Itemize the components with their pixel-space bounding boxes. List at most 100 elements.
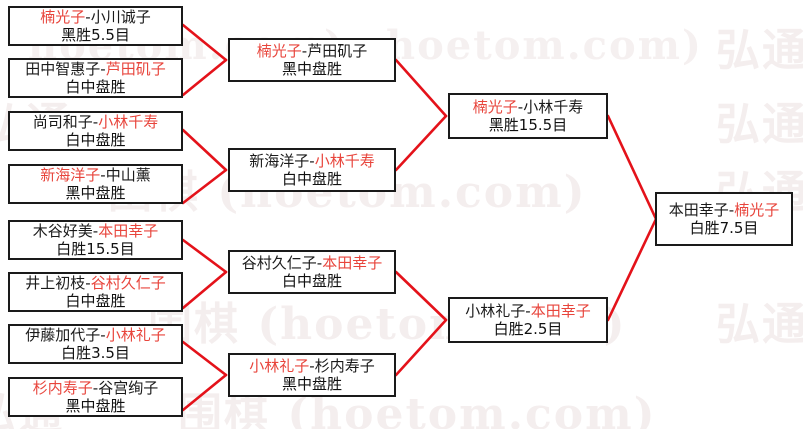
player-name: 小林礼子: [249, 356, 310, 375]
separator: -: [316, 253, 323, 272]
match-result: 黑中盘胜: [65, 396, 126, 415]
connector-line: [181, 128, 228, 172]
player-name: 新海洋子: [40, 165, 101, 184]
match-players: 田中智惠子-芦田矶子: [25, 59, 166, 78]
connector-line: [606, 114, 658, 221]
match-players: 楠光子-小林千寿: [472, 97, 584, 116]
match-players: 谷村久仁子-本田幸子: [241, 253, 383, 272]
player-name: 本田幸子: [322, 253, 383, 272]
separator: -: [92, 378, 99, 397]
player-name: 小林礼子: [465, 301, 526, 320]
player-name: 田中智惠子: [25, 59, 101, 78]
match-box[interactable]: 井上初枝-谷村久仁子 白中盘胜: [8, 272, 183, 312]
match-result: 黑中盘胜: [281, 59, 342, 78]
player-name: 杉内寿子: [32, 378, 93, 397]
match-result: 黑中盘胜: [65, 183, 126, 202]
player-name: 楠光子: [472, 97, 518, 116]
watermark-text: hoetom.com): [386, 22, 703, 69]
match-result: 白胜7.5目: [689, 218, 759, 237]
match-players: 楠光子-小川诚子: [40, 7, 151, 26]
separator: -: [309, 151, 315, 170]
connector-line: [181, 340, 228, 377]
match-box[interactable]: 小林礼子-杉内寿子 黑中盘胜: [228, 353, 396, 397]
watermark-text: 弘通: [716, 25, 803, 76]
match-players: 尚司和子-小林千寿: [32, 112, 159, 131]
match-result: 黑中盘胜: [281, 374, 342, 393]
match-result: 白中盘胜: [65, 77, 126, 96]
player-name: 谷村久仁子: [241, 253, 317, 272]
match-box[interactable]: 木谷好美-本田幸子 白胜15.5目: [8, 220, 183, 260]
player-name: 芦田矶子: [105, 59, 166, 78]
player-name: 小林礼子: [105, 325, 166, 344]
match-result: 白中盘胜: [281, 271, 342, 290]
match-result: 白胜15.5目: [56, 239, 135, 258]
match-players: 杉内寿子-谷宫绚子: [32, 378, 159, 397]
connector-line: [181, 373, 228, 412]
match-box[interactable]: 楠光子-小林千寿 黑胜15.5目: [448, 93, 608, 139]
connector-line: [394, 114, 448, 172]
match-box[interactable]: 新海洋子-中山薰 黑中盘胜: [8, 164, 183, 204]
match-box[interactable]: 新海洋子-小林千寿 白中盘胜: [228, 148, 396, 192]
match-players: 木谷好美-本田幸子: [33, 221, 159, 240]
connector-line: [394, 318, 448, 377]
separator: -: [92, 221, 99, 240]
match-players: 新海洋子-小林千寿: [249, 151, 374, 170]
watermark-text: 弘通: [716, 99, 803, 150]
player-name: 杉内寿子: [314, 356, 375, 375]
connector-line: [394, 58, 448, 118]
player-name: 芦田矶子: [307, 41, 368, 60]
player-name: 中山薰: [105, 165, 151, 184]
connector-line: [181, 168, 228, 205]
connector-line: [181, 58, 228, 97]
connector-line: [181, 270, 228, 310]
match-result: 黑胜15.5目: [488, 115, 568, 134]
match-box[interactable]: 尚司和子-小林千寿 白中盘胜: [8, 111, 183, 151]
match-box[interactable]: 小林礼子-本田幸子 白胜2.5目: [448, 297, 608, 343]
match-result: 白中盘胜: [65, 130, 126, 149]
match-players: 新海洋子-中山薰: [40, 165, 151, 184]
player-name: 楠光子: [256, 41, 302, 60]
separator: -: [728, 200, 735, 219]
match-result: 白中盘胜: [65, 291, 126, 310]
player-name: 伊藤加代子: [25, 325, 101, 344]
match-result: 白中盘胜: [281, 169, 342, 188]
match-players: 小林礼子-本田幸子: [465, 301, 591, 320]
match-box[interactable]: 田中智惠子-芦田矶子 白中盘胜: [8, 58, 183, 98]
player-name: 小川诚子: [90, 7, 151, 26]
separator: -: [301, 41, 308, 60]
separator: -: [525, 301, 531, 320]
player-name: 本田幸子: [98, 221, 159, 240]
match-box[interactable]: 杉内寿子-谷宫绚子 黑中盘胜: [8, 377, 183, 417]
separator: -: [92, 112, 99, 131]
player-name: 本田幸子: [668, 200, 729, 219]
match-box[interactable]: 楠光子-小川诚子 黑胜5.5目: [8, 6, 183, 46]
match-result: 白胜3.5目: [61, 343, 130, 362]
player-name: 谷村久仁子: [90, 273, 166, 292]
player-name: 谷宫绚子: [98, 378, 159, 397]
watermark-text: 弘通: [716, 299, 803, 350]
separator: -: [85, 7, 91, 26]
separator: -: [517, 97, 524, 116]
player-name: 小林千寿: [523, 97, 584, 116]
player-name: 楠光子: [40, 7, 86, 26]
final-match-box[interactable]: 本田幸子-楠光子 白胜7.5目: [655, 192, 793, 246]
match-box[interactable]: 谷村久仁子-本田幸子 白中盘胜: [228, 250, 396, 294]
separator: -: [100, 325, 106, 344]
separator: -: [100, 165, 106, 184]
connector-line: [181, 23, 228, 62]
player-name: 井上初枝: [25, 273, 86, 292]
separator: -: [309, 356, 315, 375]
player-name: 尚司和子: [32, 112, 93, 131]
connector-line: [606, 217, 658, 322]
player-name: 小林千寿: [98, 112, 159, 131]
match-box[interactable]: 伊藤加代子-小林礼子 白胜3.5目: [8, 324, 183, 364]
match-players: 井上初枝-谷村久仁子: [25, 273, 166, 292]
match-players: 楠光子-芦田矶子: [256, 41, 368, 60]
match-result: 黑胜5.5目: [61, 25, 130, 44]
match-box[interactable]: 楠光子-芦田矶子 黑中盘胜: [228, 38, 396, 82]
player-name: 新海洋子: [249, 151, 310, 170]
separator: -: [100, 59, 106, 78]
match-result: 白胜2.5目: [493, 319, 563, 338]
player-name: 本田幸子: [530, 301, 591, 320]
